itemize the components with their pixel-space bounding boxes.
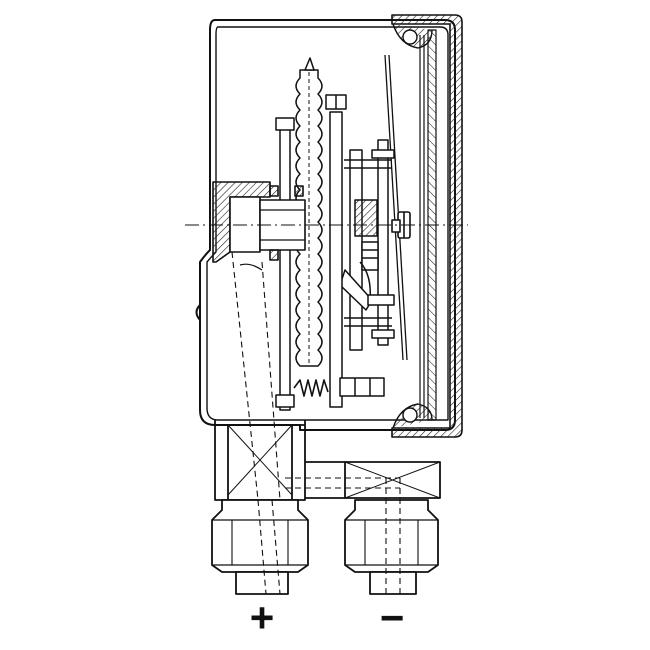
inlet-block [212,181,306,263]
window-glass [419,35,425,418]
dial-plate [384,54,408,361]
movement-mechanism [339,139,395,351]
low-pressure-port-symbol: − [380,594,405,641]
support-plate [275,94,385,411]
high-pressure-fitting [211,499,309,595]
high-pressure-port-symbol: + [250,594,275,641]
low-pressure-fitting [344,478,439,595]
bezel-frame [391,14,463,438]
lower-stem [214,251,306,501]
diaphragm-capsule [295,57,323,367]
cross-channel [285,461,441,499]
